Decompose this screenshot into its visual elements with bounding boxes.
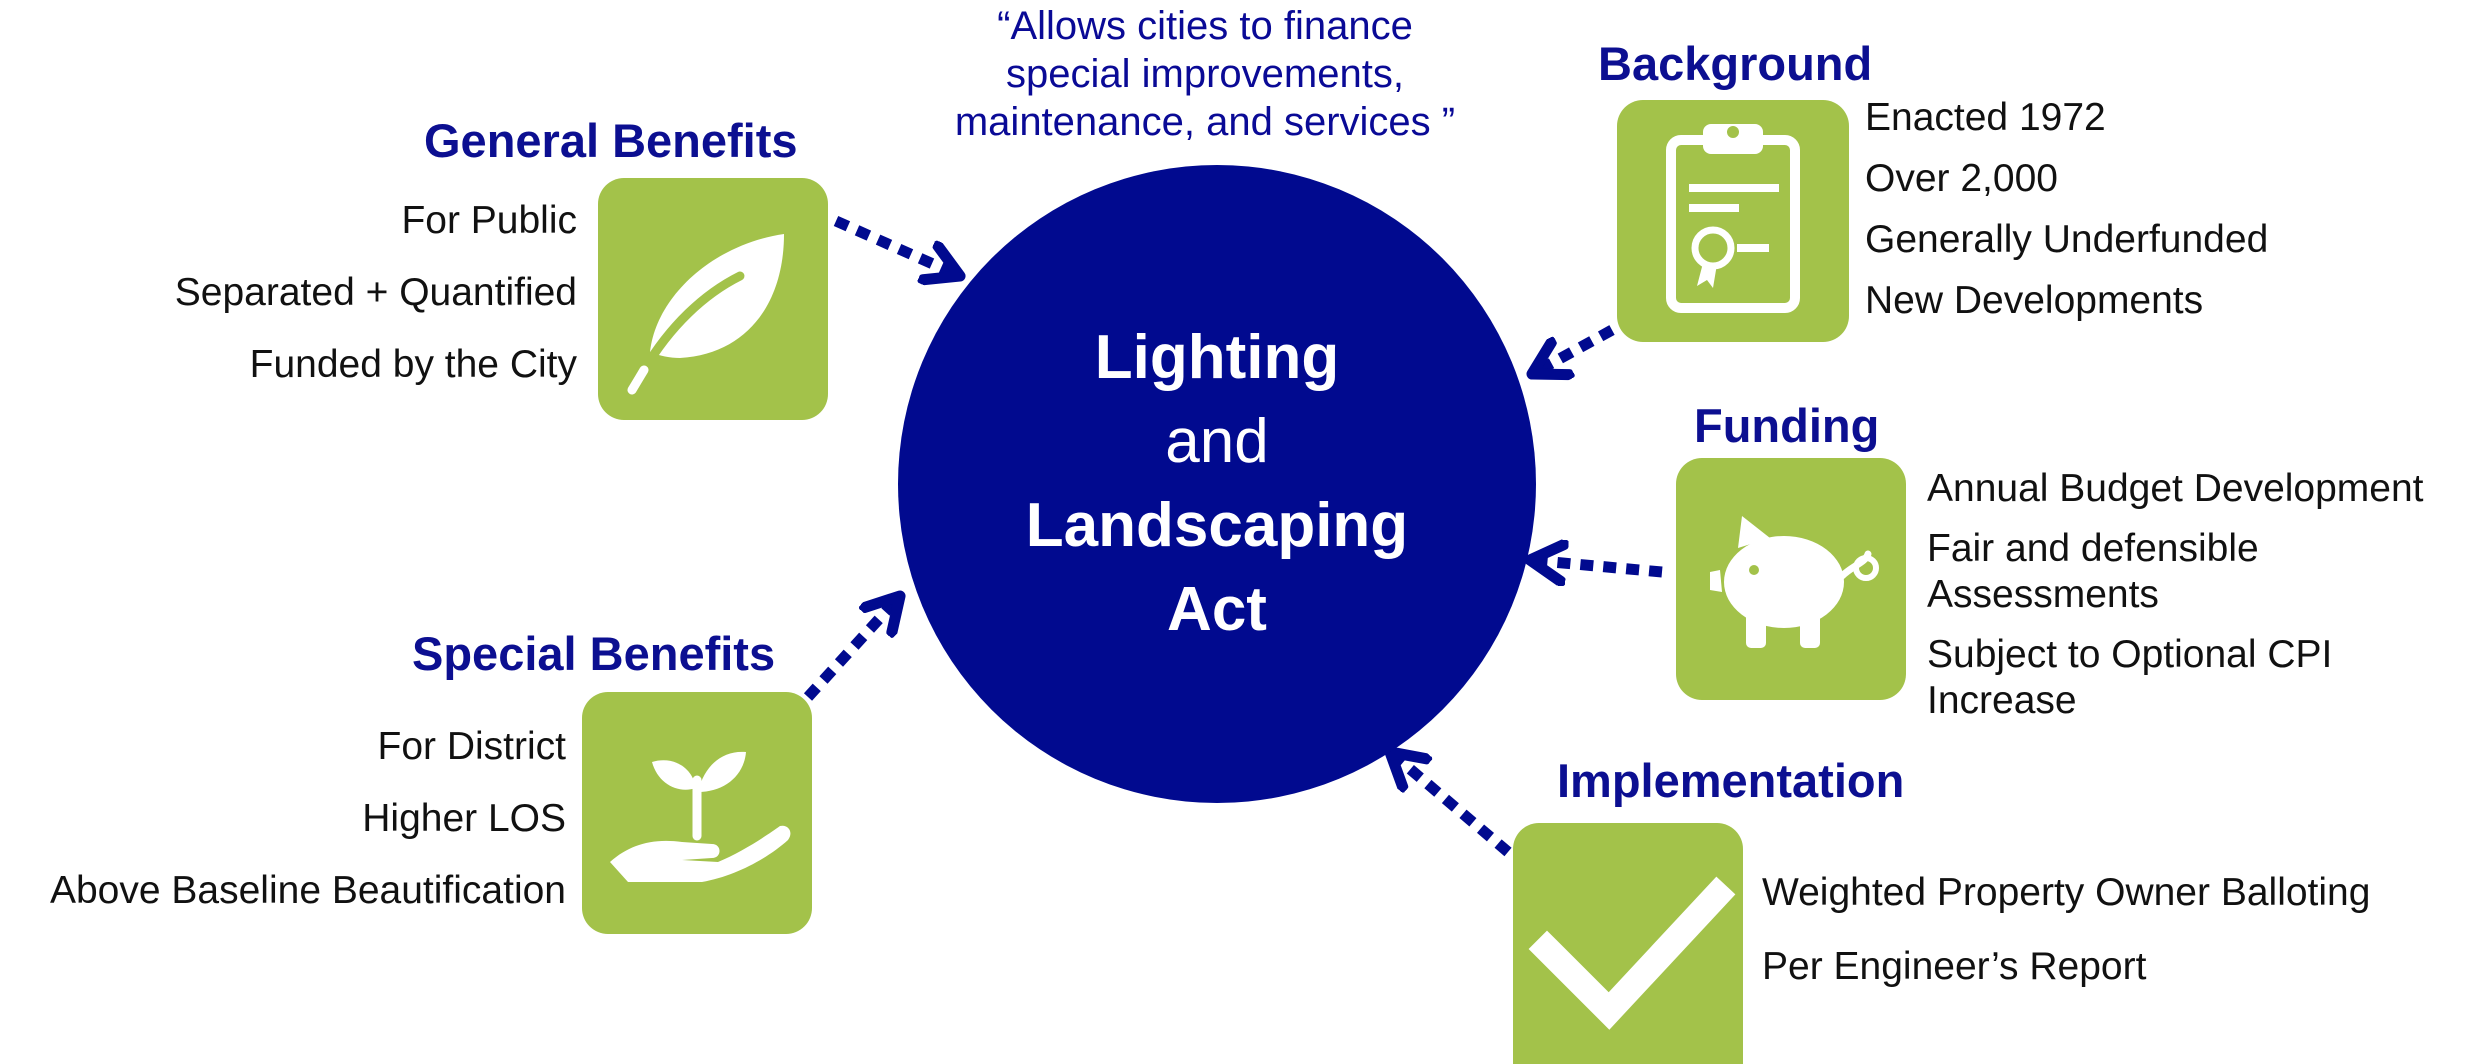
funding-list: Annual Budget Development Fair and defen… <box>1927 466 2424 724</box>
list-item: Above Baseline Beautification <box>49 869 566 912</box>
list-item: For Public <box>401 199 577 242</box>
background-heading: Background <box>1598 37 1873 90</box>
quote-line: special improvements, <box>1006 52 1404 96</box>
implementation-icon-box <box>1513 823 1743 1064</box>
implementation-heading: Implementation <box>1557 754 1905 807</box>
general-benefits-heading: General Benefits <box>424 114 798 167</box>
list-item: Per Engineer’s Report <box>1762 945 2147 988</box>
special-benefits-icon-box <box>582 692 812 934</box>
funding-icon-box <box>1676 458 1906 700</box>
list-item: Separated + Quantified <box>174 271 577 314</box>
special-benefits-heading: Special Benefits <box>412 627 776 680</box>
list-item: Higher LOS <box>362 797 566 840</box>
list-item: Over 2,000 <box>1865 157 2058 200</box>
background-icon-box <box>1617 100 1849 342</box>
clipboard-certificate-icon <box>1666 124 1800 313</box>
list-item: New Developments <box>1865 279 2204 322</box>
piggy-bank-icon <box>1710 516 1879 648</box>
list-item: Assessments <box>1927 573 2159 616</box>
quote-text: “Allows cities to finance special improv… <box>900 2 1510 146</box>
funding-heading: Funding <box>1694 399 1880 452</box>
arrow-background <box>1532 325 1615 374</box>
list-item: Weighted Property Owner Balloting <box>1762 871 2371 914</box>
checkmark-icon <box>1528 876 1736 1030</box>
list-item: Fair and defensible <box>1927 527 2259 570</box>
special-benefits-list: For District Higher LOS Above Baseline B… <box>10 724 566 940</box>
arrow-funding <box>1530 560 1663 572</box>
center-title-line: Act <box>1167 575 1267 644</box>
leaf-icon <box>627 234 784 395</box>
list-item: Increase <box>1927 679 2077 722</box>
quote-line: “Allows cities to finance <box>997 4 1413 48</box>
center-title-line: Lighting <box>1094 323 1340 392</box>
general-benefits-icon-box <box>598 178 828 420</box>
arrow-implementation <box>1390 752 1512 857</box>
implementation-list: Weighted Property Owner Balloting Per En… <box>1762 870 2370 1018</box>
list-item: For District <box>377 725 567 768</box>
center-circle: Lighting and Landscaping Act <box>898 165 1536 803</box>
list-item: Annual Budget Development <box>1927 467 2424 510</box>
center-title-line: Landscaping <box>1025 491 1409 560</box>
arrow-general-benefits <box>833 215 960 276</box>
list-item: Generally Underfunded <box>1865 218 2269 261</box>
quote-line: maintenance, and services ” <box>954 100 1456 144</box>
list-item: Enacted 1972 <box>1865 96 2106 139</box>
background-list: Enacted 1972 Over 2,000 Generally Underf… <box>1865 95 2268 339</box>
center-title-line: and <box>1165 407 1269 476</box>
arrow-special-benefits <box>803 596 900 701</box>
list-item: Funded by the City <box>249 343 577 386</box>
list-item: Subject to Optional CPI <box>1927 633 2333 676</box>
hand-sprout-icon <box>610 751 791 882</box>
general-benefits-list: For Public Separated + Quantified Funded… <box>100 198 577 414</box>
